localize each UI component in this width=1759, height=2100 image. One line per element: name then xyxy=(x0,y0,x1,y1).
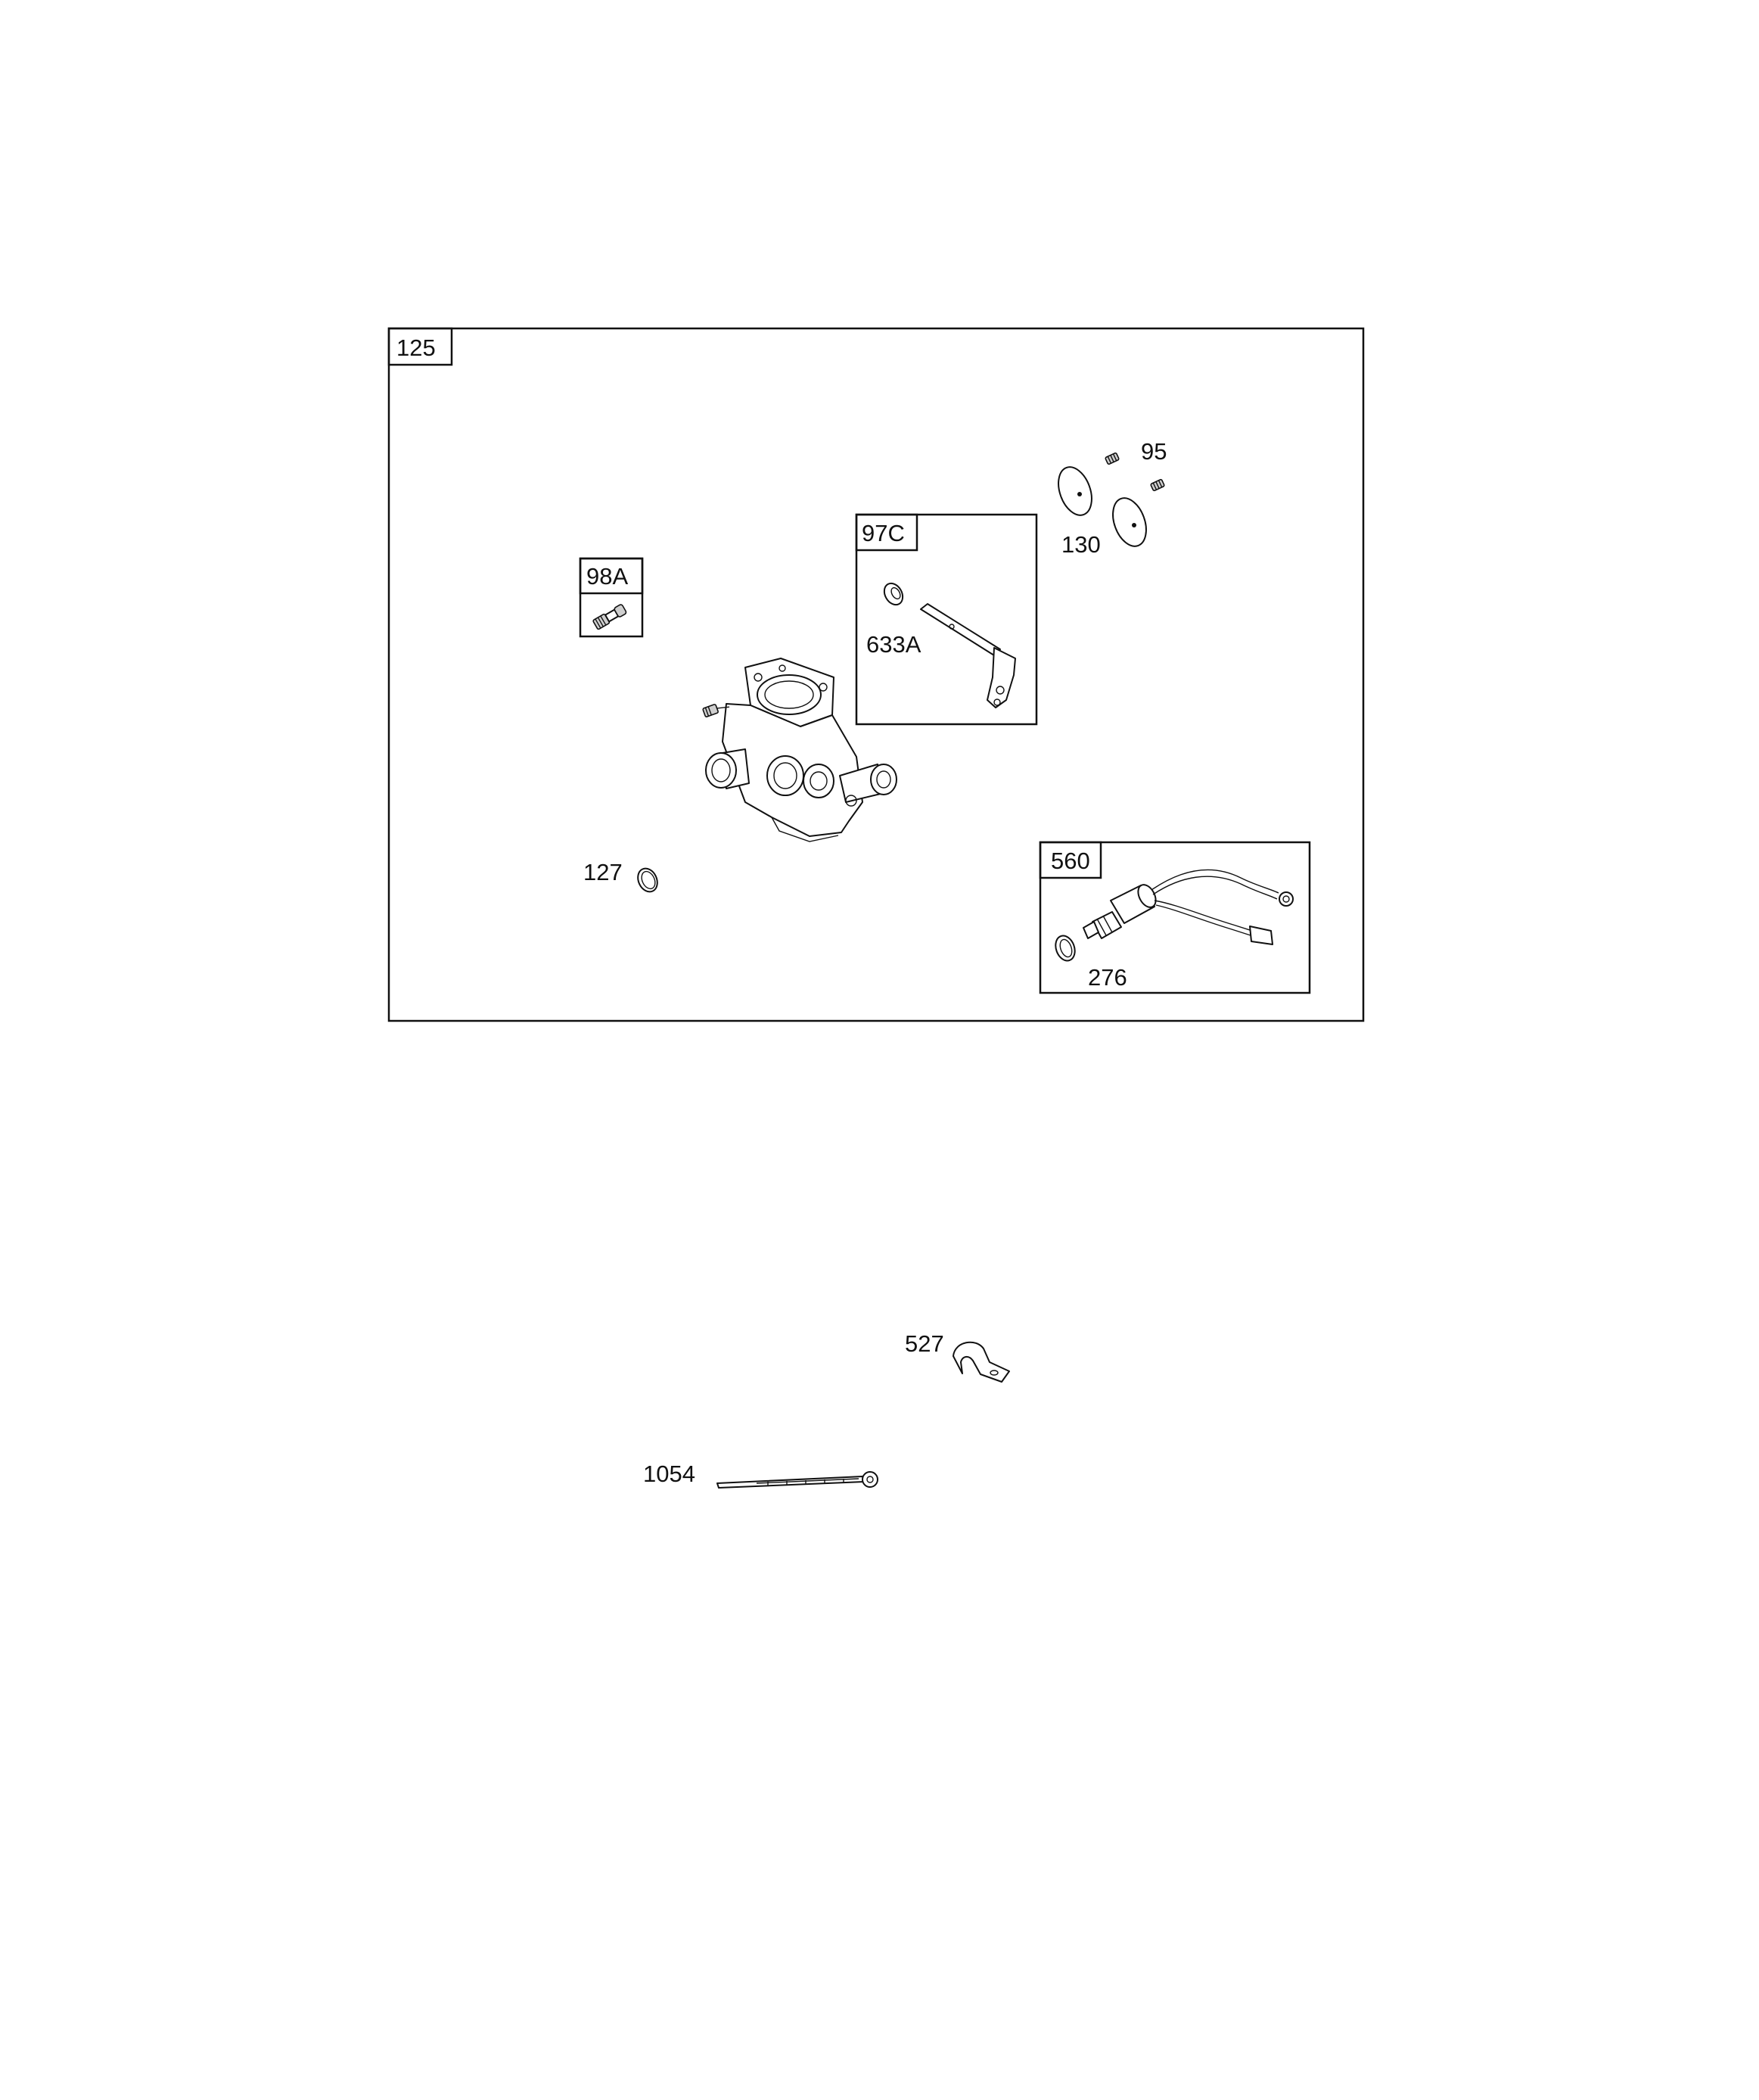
callout-633a: 633A xyxy=(866,631,921,658)
callout-98a: 98A xyxy=(586,563,628,590)
clamp-527-part xyxy=(953,1341,1010,1383)
callout-527: 527 xyxy=(905,1330,944,1357)
callout-560: 560 xyxy=(1051,848,1090,874)
callout-97c: 97C xyxy=(862,520,905,546)
screw-95-part xyxy=(1105,452,1165,492)
mixture-screw-98a-part xyxy=(592,604,627,630)
o-ring-127-part xyxy=(637,867,658,893)
kit-frame-560: 560 xyxy=(1039,841,1311,994)
cable-tie-1054-part xyxy=(716,1471,878,1489)
callout-95: 95 xyxy=(1141,438,1167,465)
callout-127: 127 xyxy=(583,859,623,885)
shaft-633a-part xyxy=(883,582,1016,708)
carburetor-body-part xyxy=(702,658,897,842)
throttle-plate-130-part xyxy=(1058,466,1147,547)
callout-276: 276 xyxy=(1088,964,1127,991)
callout-125: 125 xyxy=(396,334,436,361)
kit-frame-97c: 97C xyxy=(855,513,1038,726)
callout-1054: 1054 xyxy=(643,1461,695,1487)
solenoid-560-part xyxy=(1055,869,1294,962)
kit-frame-98a: 98A xyxy=(579,557,644,638)
kit-frame-125: 125 xyxy=(387,327,1365,1022)
callout-130: 130 xyxy=(1061,531,1101,558)
